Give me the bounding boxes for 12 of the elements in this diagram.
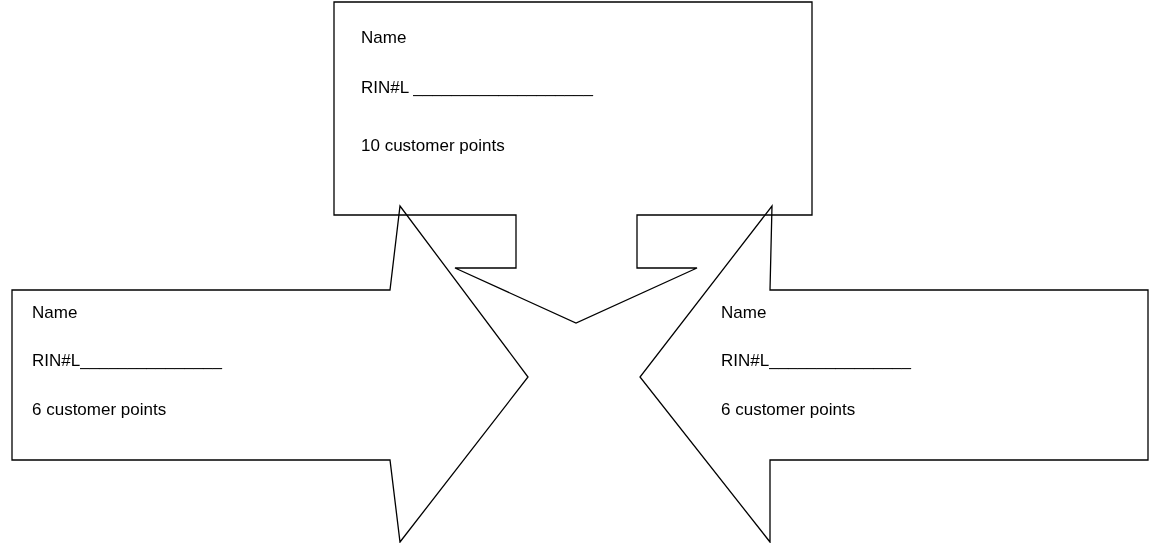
rin-number-label: RIN#L_______________ [32,351,222,371]
name-label: Name [721,303,767,323]
points-label: 10 customer points [361,136,505,156]
left-arrow-callout [638,204,1150,543]
points-label: 6 customer points [32,400,167,420]
right-arrow-callout [11,204,531,543]
name-label: Name [32,303,78,323]
rin-number-label: RIN#L ___________________ [361,78,593,98]
down-arrow-callout [333,0,814,326]
points-label: 6 customer points [721,400,856,420]
name-label: Name [361,28,407,48]
rin-number-label: RIN#L_______________ [721,351,911,371]
